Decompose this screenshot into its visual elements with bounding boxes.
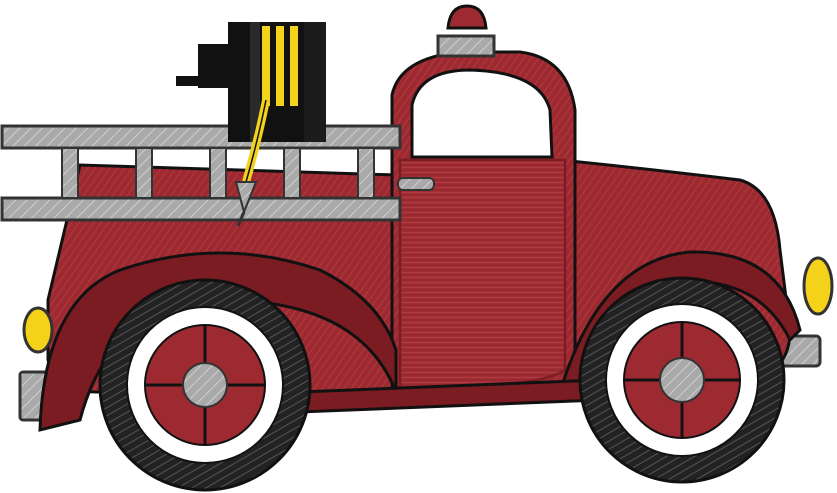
fire-hose — [234, 99, 270, 227]
rear-wheel — [98, 278, 312, 492]
cab-window — [410, 68, 554, 159]
hose-reel — [176, 22, 326, 142]
tail-light — [22, 306, 54, 354]
front-wheel — [578, 276, 786, 484]
siren-light — [436, 4, 496, 58]
headlight — [802, 256, 834, 316]
door-handle — [397, 177, 435, 191]
cab-door — [398, 158, 567, 392]
